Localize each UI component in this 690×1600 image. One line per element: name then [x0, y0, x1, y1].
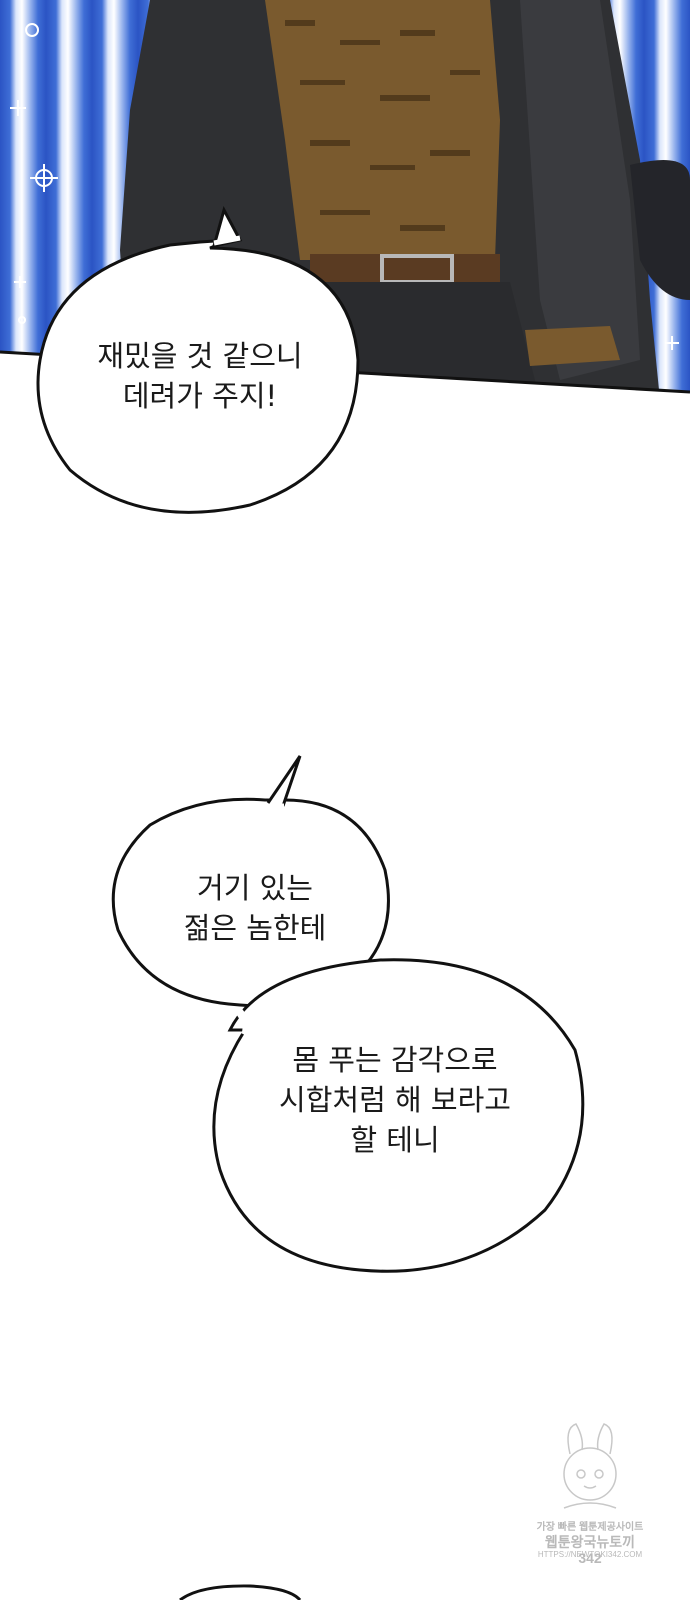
sparkle-decorations [10, 23, 679, 350]
right-arm-shape [520, 0, 640, 380]
speech-bubble-3 [212, 958, 585, 1273]
mascot-icon [563, 1423, 617, 1509]
sleeve-cuff [525, 326, 620, 366]
patterned-shirt [265, 0, 500, 260]
bubble2-text: 거기 있는 젊은 놈한테 [183, 871, 327, 945]
watermark-url: HTTPS://NEWTOKI342.COM [537, 1550, 643, 1559]
watermark-line1: 가장 빠른 웹툰제공사이트 [536, 1522, 644, 1533]
shirt-pattern [285, 20, 480, 231]
speech-bubble-1 [36, 238, 360, 514]
dark-shape-right [630, 160, 690, 300]
watermark: 가장 빠른 웹툰제공사이트 웹툰왕국뉴토끼342 HTTPS://NEWTOKI… [534, 1418, 646, 1566]
speech-bubble-partial [179, 1584, 302, 1600]
bubble3-text: 몸 푸는 감각으로 시합처럼 해 보라고 할 테니 [279, 1043, 511, 1157]
bubble1-text: 재밌을 것 같으니 데려가 주지! [97, 339, 303, 413]
watermark-line2: 웹툰왕국뉴토끼342 [544, 1534, 636, 1566]
speech-bubble-2 [111, 797, 390, 1008]
belt [310, 254, 500, 282]
pants [300, 282, 540, 400]
